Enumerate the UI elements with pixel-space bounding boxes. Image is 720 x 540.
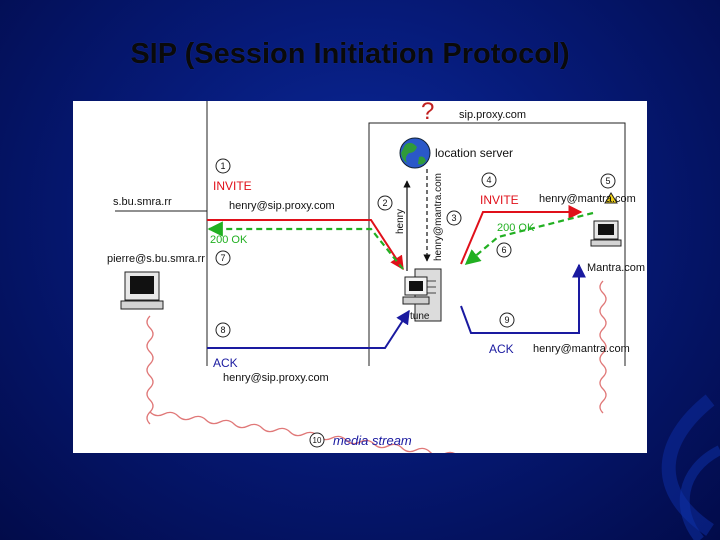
globe-icon [399, 137, 431, 169]
caller-host-label: pierre@s.bu.smra.rr [107, 253, 205, 265]
proxy-server-icon [402, 268, 442, 322]
invite-uri-1: henry@sip.proxy.com [229, 200, 335, 212]
location-query-label: henry [395, 209, 406, 234]
media-stream-label: media stream [333, 433, 412, 448]
proxy-host-label: tune [410, 311, 430, 322]
step-number-6: 6 [501, 245, 506, 255]
step-number-1: 1 [220, 161, 225, 171]
domain-boundaries [115, 101, 626, 366]
invite-arrows [207, 205, 583, 271]
step-marker-3 [446, 210, 462, 226]
step-marker-10 [309, 432, 325, 448]
ack-label-8: ACK [213, 356, 238, 370]
step-marker-8 [215, 322, 231, 338]
step-number-7: 7 [220, 253, 225, 263]
caller-address-label: s.bu.smra.rr [113, 196, 172, 208]
question-mark: ? [421, 101, 434, 125]
ack-arrows [207, 263, 586, 349]
step-marker-9 [499, 312, 515, 328]
invite-label-1: INVITE [213, 179, 252, 193]
callee-address-label: henry@mantra.com [539, 193, 636, 205]
ok-label-7: 200 OK [210, 234, 248, 246]
ack-uri-8: henry@sip.proxy.com [223, 372, 329, 384]
step-number-4: 4 [486, 175, 491, 185]
step-number-10: 10 [313, 436, 322, 445]
location-query-arrows [403, 169, 431, 271]
ok-arrows [207, 211, 594, 270]
step-marker-2 [377, 195, 393, 211]
step-number-8: 8 [220, 325, 225, 335]
invite-label-4: INVITE [480, 193, 519, 207]
step-number-9: 9 [504, 315, 509, 325]
media-stream-wave [146, 280, 607, 453]
sip-call-flow-diagram: 1 2 3 4 5 6 7 8 9 10 sip.proxy.com ? loc… [73, 101, 647, 453]
proxy-domain-label: sip.proxy.com [459, 109, 526, 121]
ok-label-6: 200 OK [497, 222, 535, 234]
caller-computer-icon [120, 271, 164, 310]
step-marker-6 [496, 242, 512, 258]
step-marker-1 [215, 158, 231, 174]
slide-title: SIP (Session Initiation Protocol) [130, 38, 570, 70]
step-marker-7 [215, 250, 231, 266]
location-reply-label: henry@mantra.com [433, 173, 444, 261]
callee-computer-icon [590, 192, 622, 247]
ack-uri-9: henry@mantra.com [533, 343, 630, 355]
callee-host-label: Mantra.com [587, 262, 645, 274]
step-marker-4 [481, 172, 497, 188]
step-number-5: 5 [605, 176, 610, 186]
step-marker-5 [600, 173, 616, 189]
step-markers [215, 158, 616, 448]
ack-label-9: ACK [489, 342, 514, 356]
step-number-3: 3 [451, 213, 456, 223]
location-server-label: location server [435, 146, 513, 160]
step-number-2: 2 [382, 198, 387, 208]
background-swirl [661, 394, 720, 540]
